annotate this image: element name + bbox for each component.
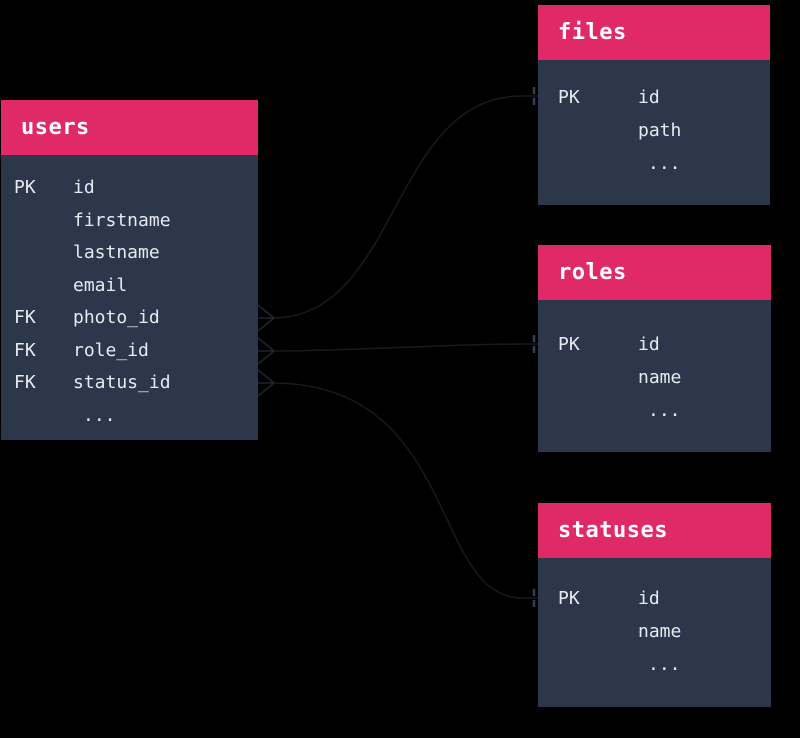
field-row-ellipsis: ... [558, 648, 771, 681]
relation-photo-id-to-files [257, 87, 538, 332]
table-statuses-body: PK id name ... [538, 558, 771, 707]
field-name: lastname [73, 242, 160, 263]
key-badge: PK [558, 334, 580, 355]
key-badge [558, 648, 638, 681]
field-name: email [73, 274, 128, 296]
key-badge [14, 270, 73, 303]
field-name: ... [83, 404, 116, 426]
table-title: roles [558, 260, 627, 285]
field-row: PK id [558, 582, 771, 615]
key-badge: FK [14, 372, 36, 393]
field-row: PK id [14, 172, 258, 205]
key-badge [14, 237, 73, 270]
table-statuses: statuses PK id name ... [538, 503, 771, 707]
key-badge: PK [558, 588, 580, 609]
table-files-header: files [538, 5, 770, 60]
table-users: users PK id firstname lastname email FK ph… [1, 100, 258, 440]
key-badge [14, 400, 73, 433]
field-name: id [638, 588, 660, 609]
field-row: path [558, 114, 770, 147]
table-users-header: users [1, 100, 258, 155]
key-badge: FK [14, 339, 36, 361]
key-badge [558, 361, 638, 394]
table-roles-header: roles [538, 245, 771, 300]
field-row-ellipsis: ... [558, 394, 771, 427]
field-row: name [558, 361, 771, 394]
key-badge [558, 615, 638, 648]
field-name: name [638, 621, 682, 642]
table-title: files [558, 20, 627, 45]
key-badge: PK [14, 177, 36, 198]
field-row: firstname [14, 205, 258, 238]
field-name: path [638, 120, 682, 141]
table-title: users [21, 115, 90, 140]
key-badge: PK [558, 87, 580, 108]
field-name: status_id [73, 372, 171, 393]
relation-status-id-to-statuses [257, 369, 538, 607]
field-row: FK photo_id [14, 302, 258, 335]
table-roles: roles PK id name ... [538, 245, 771, 452]
field-row: PK id [558, 328, 771, 361]
field-name: id [73, 177, 95, 198]
key-badge [14, 205, 73, 238]
table-files-body: PK id path ... [538, 60, 770, 205]
table-statuses-header: statuses [538, 503, 771, 558]
field-row: PK id [558, 81, 770, 114]
field-row: lastname [14, 237, 258, 270]
field-row-ellipsis: ... [558, 147, 770, 180]
field-row: email [14, 270, 258, 303]
table-title: statuses [558, 518, 668, 543]
field-name: id [638, 334, 660, 355]
field-row-ellipsis: ... [14, 400, 258, 433]
field-row: FK status_id [14, 367, 258, 400]
field-name: ... [648, 153, 681, 174]
field-row: name [558, 615, 771, 648]
table-users-body: PK id firstname lastname email FK photo_id… [1, 155, 258, 440]
field-row: FK role_id [14, 335, 258, 368]
relation-role-id-to-roles [257, 335, 539, 365]
key-badge [558, 147, 638, 180]
field-name: name [638, 367, 682, 388]
table-files: files PK id path ... [538, 5, 770, 205]
field-name: ... [648, 654, 681, 675]
field-name: role_id [73, 339, 149, 361]
key-badge: FK [14, 307, 36, 328]
table-roles-body: PK id name ... [538, 300, 771, 452]
key-badge [558, 114, 638, 147]
field-name: photo_id [73, 307, 160, 328]
field-name: ... [648, 400, 681, 421]
key-badge [558, 394, 638, 427]
field-name: firstname [73, 209, 171, 231]
field-name: id [638, 87, 660, 108]
